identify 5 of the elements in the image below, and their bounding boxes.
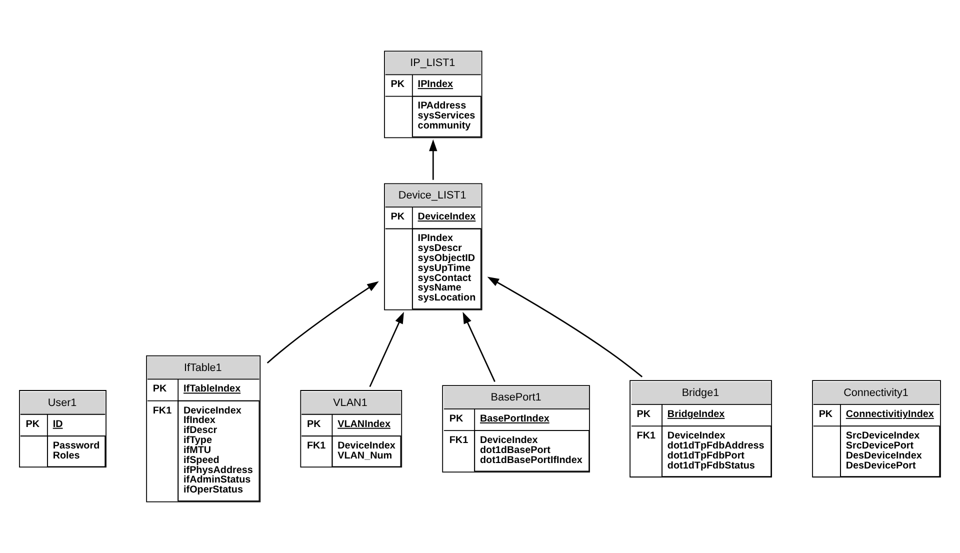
arrow bbox=[462, 312, 496, 382]
arrow bbox=[487, 276, 643, 378]
arrow bbox=[429, 139, 438, 180]
arrow bbox=[369, 312, 404, 388]
arrow bbox=[266, 281, 379, 364]
